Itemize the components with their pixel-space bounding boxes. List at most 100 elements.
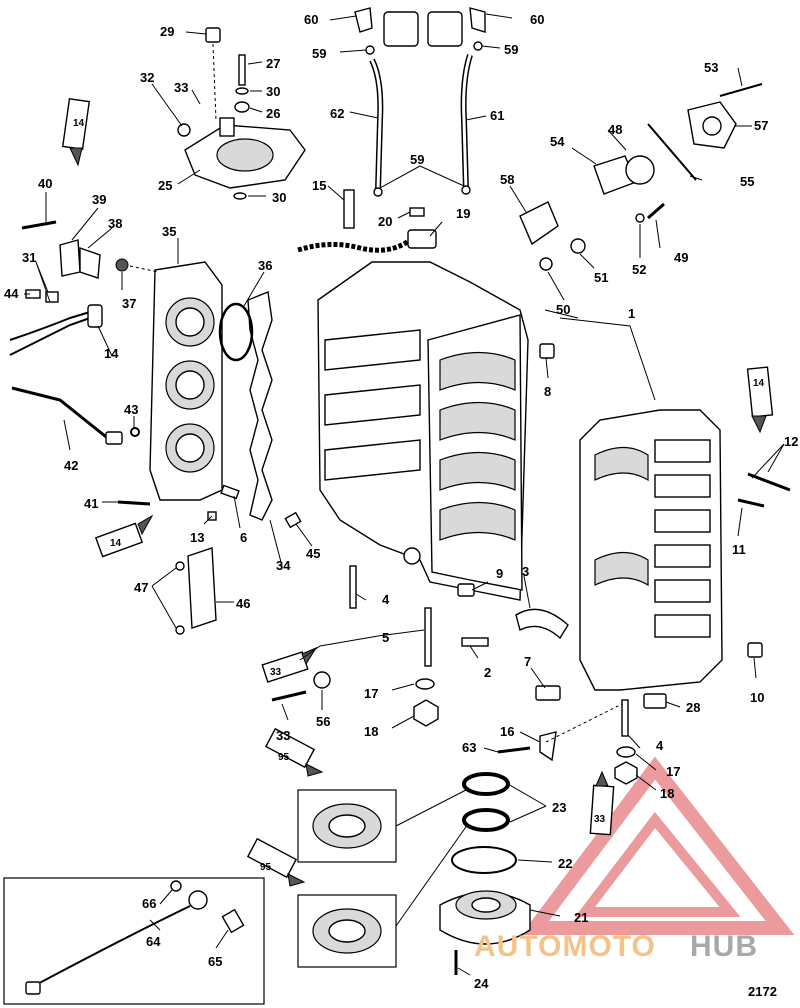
callout-32: 32 bbox=[140, 70, 154, 85]
callout-52: 52 bbox=[632, 262, 646, 277]
callout-48: 48 bbox=[608, 122, 622, 137]
callout-57: 57 bbox=[754, 118, 768, 133]
tube-label: 33 bbox=[270, 667, 282, 678]
tube-label: 33 bbox=[594, 814, 606, 825]
o-ring-22 bbox=[451, 846, 517, 874]
callout-62: 62 bbox=[330, 106, 344, 121]
callout-25: 25 bbox=[158, 178, 172, 193]
callout-34: 34 bbox=[276, 558, 291, 573]
callout-27: 27 bbox=[266, 56, 280, 71]
callout-4b: 4 bbox=[656, 738, 664, 753]
o-ring bbox=[218, 302, 254, 362]
callout-17b: 17 bbox=[666, 764, 680, 779]
callout-55: 55 bbox=[740, 174, 754, 189]
callout-41: 41 bbox=[84, 496, 98, 511]
callout-51: 51 bbox=[594, 270, 608, 285]
callout-44: 44 bbox=[4, 286, 19, 301]
callout-3: 3 bbox=[522, 564, 529, 579]
callout-17: 17 bbox=[364, 686, 378, 701]
callout-40: 40 bbox=[38, 176, 52, 191]
callout-47: 47 bbox=[134, 580, 148, 595]
callout-33b: 33 bbox=[276, 728, 290, 743]
leader-lines bbox=[24, 13, 785, 976]
callout-11: 11 bbox=[732, 542, 746, 557]
callout-46: 46 bbox=[236, 596, 250, 611]
tube-14-right: 14 bbox=[746, 366, 774, 434]
callout-22: 22 bbox=[558, 856, 572, 871]
callout-20: 20 bbox=[378, 214, 392, 229]
callout-16: 16 bbox=[500, 724, 514, 739]
callout-63: 63 bbox=[462, 740, 476, 755]
cylinder-block bbox=[317, 261, 529, 601]
tube-label: 14 bbox=[73, 118, 85, 129]
seal-ring-a bbox=[462, 772, 510, 796]
crankcase-cover bbox=[579, 409, 723, 691]
callout-36: 36 bbox=[258, 258, 272, 273]
callout-4: 4 bbox=[382, 592, 390, 607]
tube-label: 14 bbox=[753, 378, 765, 389]
callout-14: 14 bbox=[104, 346, 119, 361]
callout-35: 35 bbox=[162, 224, 176, 239]
cylinder-head bbox=[149, 261, 223, 501]
callout-38: 38 bbox=[108, 216, 122, 231]
hose-62-inner bbox=[370, 59, 382, 191]
callout-61: 61 bbox=[490, 108, 504, 123]
callout-60: 60 bbox=[304, 12, 318, 27]
callout-26: 26 bbox=[266, 106, 280, 121]
watermark-brand-a: AUTOMOTO bbox=[474, 930, 656, 963]
seal-box-upper bbox=[297, 789, 397, 863]
callout-33: 33 bbox=[174, 80, 188, 95]
harness-connector bbox=[407, 229, 437, 249]
callout-10: 10 bbox=[750, 690, 764, 705]
tube-label: 14 bbox=[110, 538, 122, 549]
sensor-harness bbox=[297, 237, 412, 253]
callout-31: 31 bbox=[22, 250, 36, 265]
callout-8: 8 bbox=[544, 384, 551, 399]
hose-61-inner bbox=[462, 54, 472, 191]
callout-39: 39 bbox=[92, 192, 106, 207]
small-parts bbox=[9, 27, 791, 785]
callout-37: 37 bbox=[122, 296, 136, 311]
callout-59c: 59 bbox=[410, 152, 424, 167]
knock-sensor-inset bbox=[3, 877, 265, 1005]
tube-33-lower: 33 bbox=[589, 770, 615, 836]
tube-95-lower: 95 bbox=[246, 837, 306, 887]
callout-60b: 60 bbox=[530, 12, 544, 27]
callout-18b: 18 bbox=[660, 786, 674, 801]
callout-21: 21 bbox=[574, 910, 588, 925]
watermark-brand-b: HUB bbox=[690, 930, 758, 963]
callout-labels: 1 2 3 4 4 5 6 7 8 9 10 11 12 13 14 15 16… bbox=[4, 12, 798, 991]
callout-24: 24 bbox=[474, 976, 489, 991]
lower-end-cap bbox=[439, 890, 531, 945]
seal-ring-b bbox=[462, 808, 510, 832]
seal-box-lower bbox=[297, 894, 397, 968]
tube-95-upper: 95 bbox=[264, 727, 324, 777]
callout-19: 19 bbox=[456, 206, 470, 221]
callout-7: 7 bbox=[524, 654, 531, 669]
callout-59b: 59 bbox=[504, 42, 518, 57]
callout-1: 1 bbox=[628, 306, 635, 321]
tube-33-mid: 33 bbox=[261, 646, 318, 683]
callout-2: 2 bbox=[484, 665, 491, 680]
callout-13: 13 bbox=[190, 530, 204, 545]
callout-42: 42 bbox=[64, 458, 78, 473]
callout-5: 5 bbox=[382, 630, 389, 645]
callout-29: 29 bbox=[160, 24, 174, 39]
tube-label: 95 bbox=[260, 862, 272, 873]
callout-50: 50 bbox=[556, 302, 570, 317]
watermark-text: AUTOMOTO HUB bbox=[474, 930, 758, 963]
callout-56: 56 bbox=[316, 714, 330, 729]
callout-9: 9 bbox=[496, 566, 503, 581]
pressure-sensors bbox=[354, 7, 486, 47]
tube-14-top: 14 bbox=[61, 98, 91, 167]
figure-number: 2172 bbox=[748, 984, 777, 999]
callout-30: 30 bbox=[266, 84, 280, 99]
callout-15: 15 bbox=[312, 178, 326, 193]
callout-59: 59 bbox=[312, 46, 326, 61]
watermark-triangle bbox=[521, 756, 795, 935]
callout-58: 58 bbox=[500, 172, 514, 187]
tube-label: 95 bbox=[278, 752, 290, 763]
callout-30b: 30 bbox=[272, 190, 286, 205]
